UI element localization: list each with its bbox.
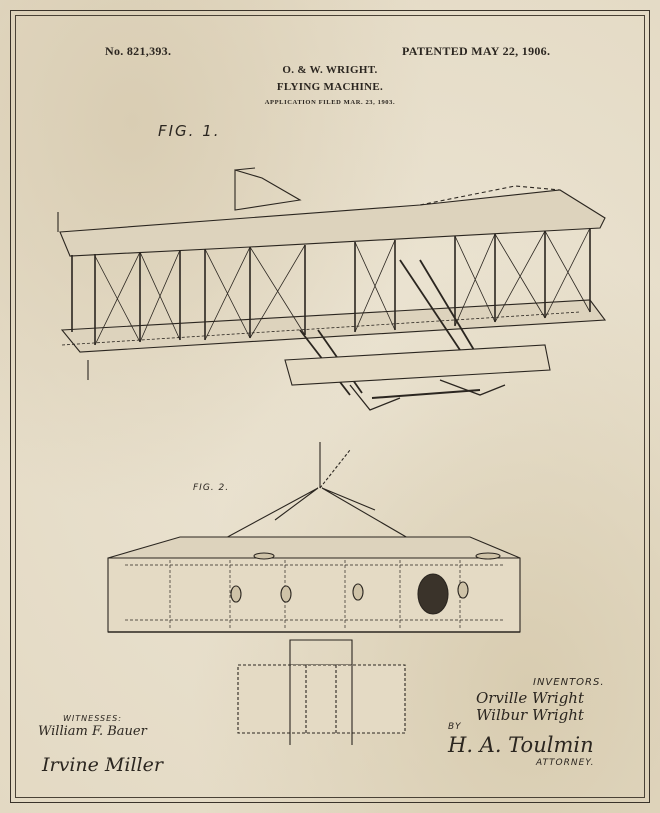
patent-date: PATENTED MAY 22, 1906.	[402, 44, 551, 58]
inventor-signature-1: Orville Wright	[476, 689, 584, 707]
attorney-signature: H. A. Toulmin	[448, 733, 594, 757]
attorney-label: ATTORNEY.	[536, 758, 595, 768]
witness-signature-2: Irvine Miller	[42, 754, 163, 776]
patent-number: No. 821,393.	[105, 44, 172, 58]
outer-border	[10, 10, 650, 803]
witness-signature-1: William F. Bauer	[38, 724, 147, 739]
patent-title: FLYING MACHINE.	[276, 81, 384, 93]
witnesses-label: WITNESSES:	[63, 714, 122, 723]
fig1-label: FIG. 1.	[158, 122, 221, 140]
filing-date: APPLICATION FILED MAR. 23, 1903.	[264, 99, 396, 106]
by-label: BY	[448, 722, 462, 732]
inventors-heading: O. & W. WRIGHT.	[282, 64, 378, 76]
fig2-label: FIG. 2.	[193, 483, 230, 493]
inner-border	[15, 15, 645, 798]
inventor-signature-2: Wilbur Wright	[476, 706, 584, 724]
inventors-label: INVENTORS.	[533, 677, 605, 688]
